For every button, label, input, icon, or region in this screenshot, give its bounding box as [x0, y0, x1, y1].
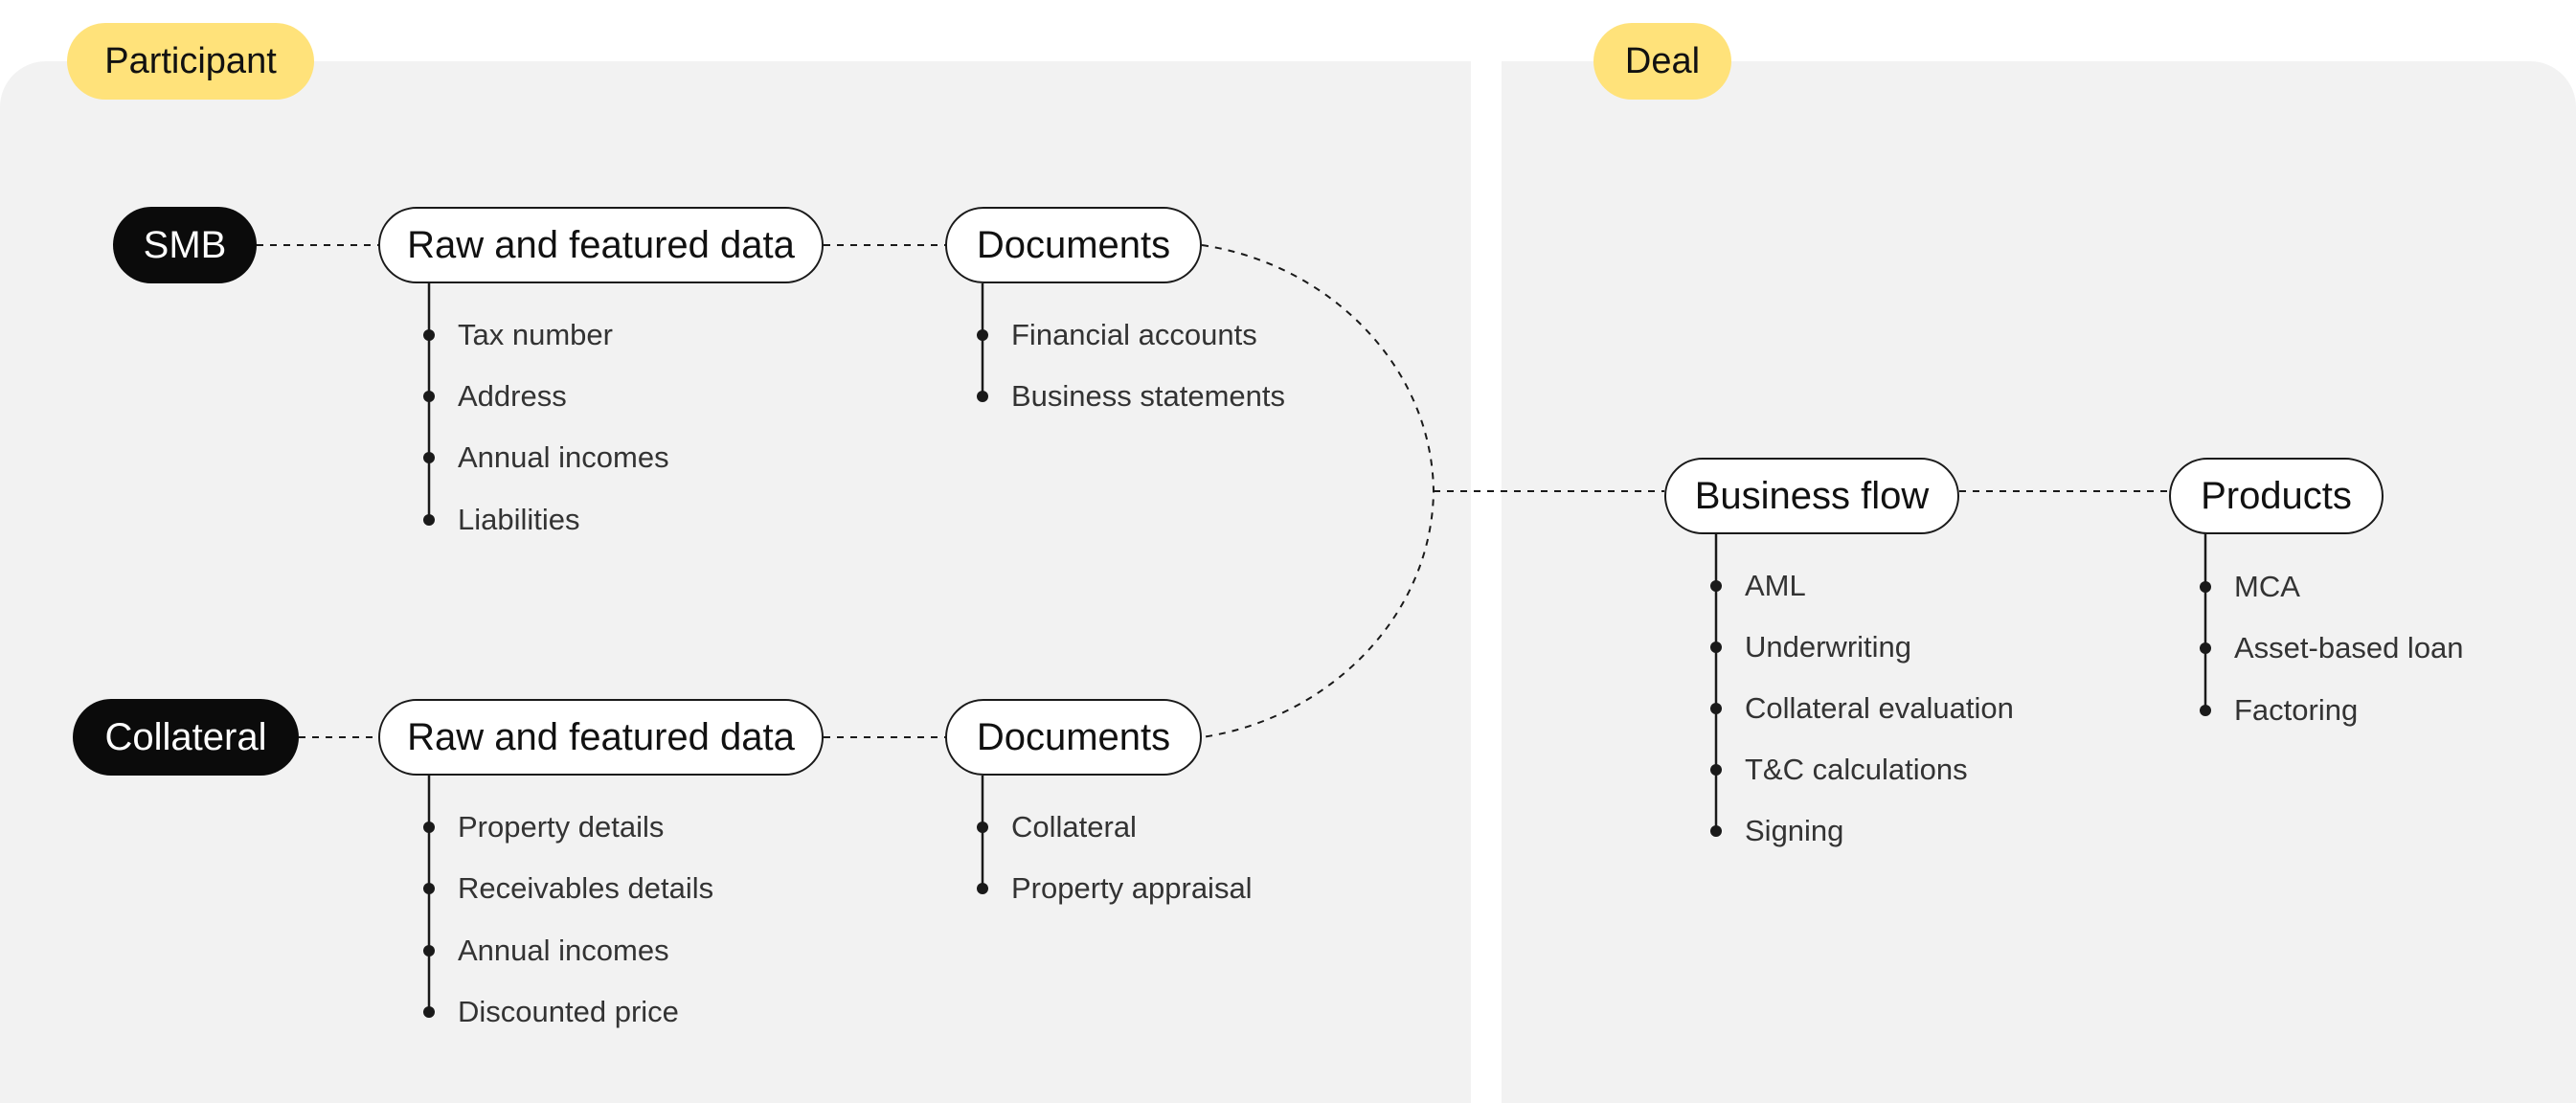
business-flow-node: Business flow [1664, 458, 1959, 534]
list-item: Tax number [458, 318, 613, 351]
collateral-node: Collateral [73, 699, 299, 776]
participant-section-tag: Participant [67, 23, 314, 100]
documents-node-bottom: Documents [945, 699, 1202, 776]
raw-featured-data-node-top: Raw and featured data [378, 207, 824, 283]
list-item: T&C calculations [1745, 753, 1968, 786]
list-item: Discounted price [458, 995, 679, 1028]
list-item: Receivables details [458, 871, 714, 905]
raw-featured-data-node-bottom: Raw and featured data [378, 699, 824, 776]
list-item: Underwriting [1745, 630, 1912, 664]
list-item: Business statements [1011, 379, 1286, 413]
list-item: MCA [2234, 570, 2300, 603]
smb-node: SMB [113, 207, 257, 283]
deal-section-tag: Deal [1593, 23, 1731, 100]
documents-node-top: Documents [945, 207, 1202, 283]
list-item: Annual incomes [458, 934, 669, 967]
list-item: Address [458, 379, 567, 413]
list-item: Factoring [2234, 693, 2359, 727]
list-item: Collateral [1011, 810, 1137, 844]
list-item: Asset-based loan [2234, 631, 2464, 664]
list-item: Signing [1745, 814, 1844, 847]
list-item: Financial accounts [1011, 318, 1257, 351]
list-item: Property appraisal [1011, 871, 1253, 905]
list-item: Annual incomes [458, 440, 669, 474]
products-node: Products [2169, 458, 2384, 534]
list-item: Property details [458, 810, 665, 844]
deal-panel [1502, 61, 2576, 1103]
list-item: Collateral evaluation [1745, 691, 2014, 725]
list-item: AML [1745, 569, 1806, 602]
list-item: Liabilities [458, 503, 580, 536]
